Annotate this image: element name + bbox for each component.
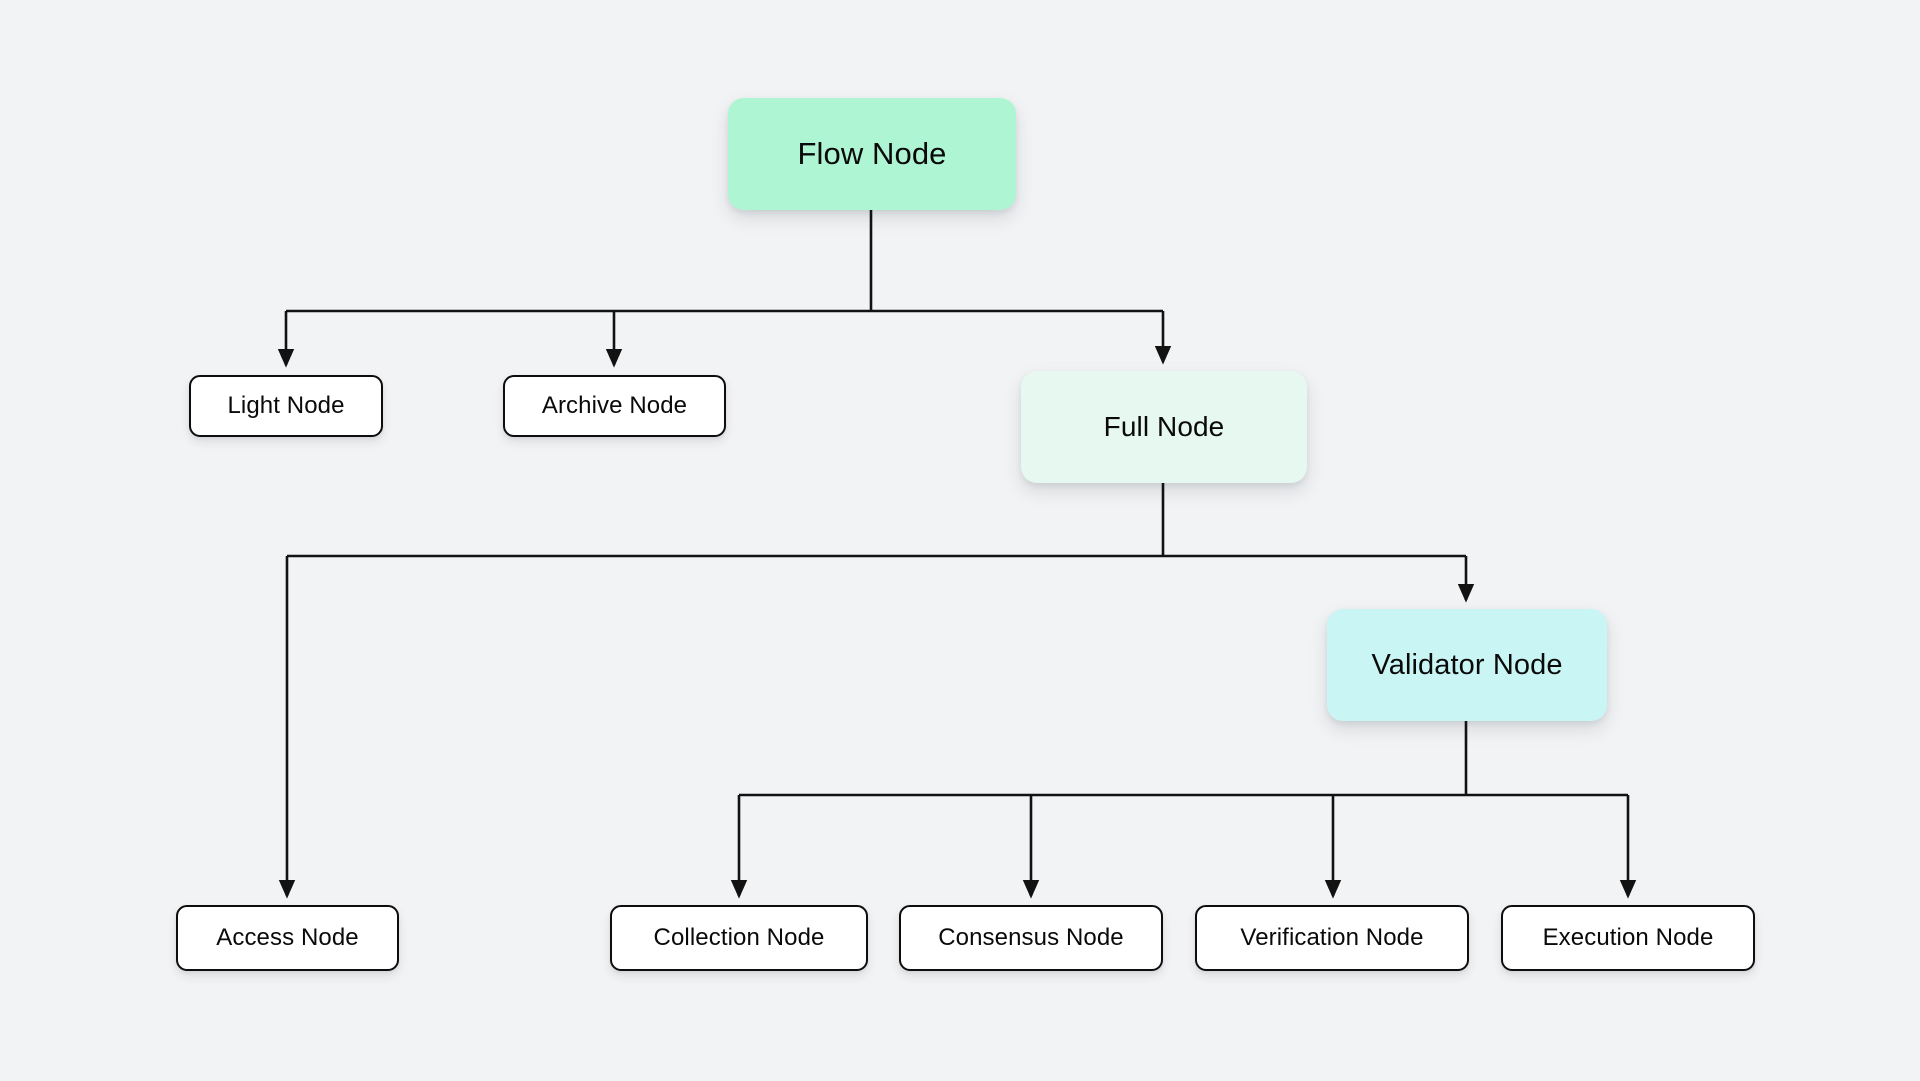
node-access[interactable]: Access Node xyxy=(176,905,399,971)
node-consensus[interactable]: Consensus Node xyxy=(899,905,1163,971)
node-verification-label: Verification Node xyxy=(1240,924,1424,951)
node-full-label: Full Node xyxy=(1103,411,1225,442)
node-archive-label: Archive Node xyxy=(541,392,688,419)
node-archive[interactable]: Archive Node xyxy=(503,375,726,437)
node-verification[interactable]: Verification Node xyxy=(1195,905,1469,971)
node-flow-label: Flow Node xyxy=(797,136,947,171)
node-execution-label: Execution Node xyxy=(1542,924,1714,951)
node-flow[interactable]: Flow Node xyxy=(728,98,1016,210)
node-validator-label: Validator Node xyxy=(1371,648,1563,681)
node-light-label: Light Node xyxy=(227,392,345,419)
node-collection[interactable]: Collection Node xyxy=(610,905,868,971)
node-light[interactable]: Light Node xyxy=(189,375,383,437)
node-full[interactable]: Full Node xyxy=(1021,371,1307,483)
node-validator[interactable]: Validator Node xyxy=(1327,609,1607,721)
node-execution[interactable]: Execution Node xyxy=(1501,905,1755,971)
node-collection-label: Collection Node xyxy=(653,924,825,951)
node-access-label: Access Node xyxy=(216,924,359,951)
node-consensus-label: Consensus Node xyxy=(938,924,1124,951)
